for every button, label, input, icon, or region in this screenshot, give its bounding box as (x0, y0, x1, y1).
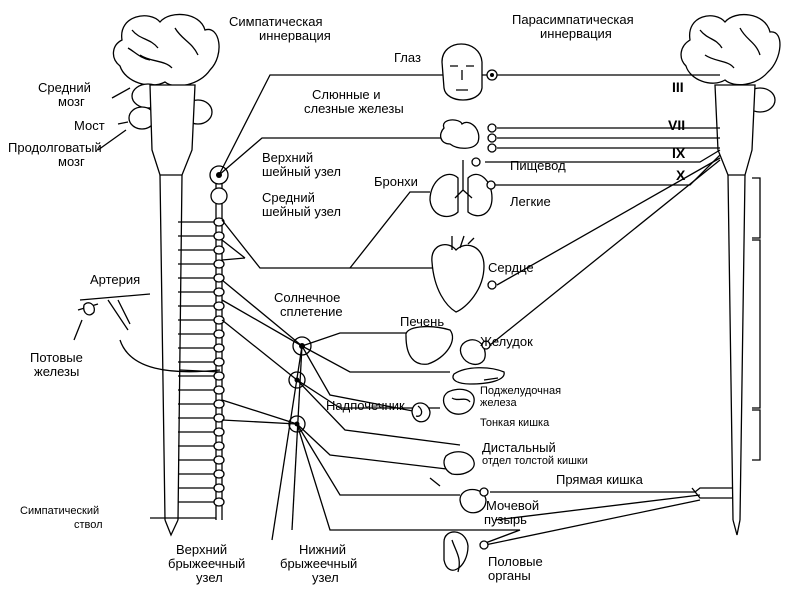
label-sweat-glands-line1: Потовые (30, 350, 83, 365)
left-spinal-cord (159, 174, 183, 537)
label-solar-plexus-line1: Солнечное (274, 290, 340, 305)
label-esophagus: Пищевод (510, 158, 566, 173)
genitals-organ (443, 531, 489, 573)
trunk-ganglion-bead (213, 441, 225, 451)
label-pancreas-line1: Поджелудочная (480, 385, 561, 397)
trunk-ganglion-bead (213, 427, 225, 437)
label-cranial-nerve-iii: III (672, 79, 684, 95)
label-inferior-mesenteric-line1: Нижний (299, 542, 346, 557)
label-genitals-line1: Половые (488, 554, 543, 569)
lungs-organ (429, 157, 496, 218)
pancreas-organ (452, 367, 505, 385)
label-superior-mesenteric-line3: узел (196, 570, 223, 585)
label-genitals-line2: органы (488, 568, 531, 583)
sympathetic-pathways (119, 74, 521, 546)
label-cranial-nerve-x: X (676, 167, 686, 183)
label-superior-mesenteric-line1: Верхний (176, 542, 227, 557)
trunk-ganglion-bead (213, 357, 225, 367)
label-medulla-line1: Продолговатый (8, 140, 102, 155)
trunk-ganglion-bead (213, 483, 225, 493)
label-liver: Печень (400, 314, 444, 329)
header-sympathetic: Симпатическая иннервация (229, 14, 331, 43)
label-superior-mesenteric-line2: брыжеечный (168, 556, 245, 571)
header-parasympathetic-line1: Парасимпатическая (512, 12, 634, 27)
bladder-organ (459, 487, 489, 514)
liver-organ (405, 325, 454, 365)
label-sympathetic-trunk-line1: Симпатический (20, 505, 99, 517)
label-sweat-glands-line2: железы (34, 364, 79, 379)
header-parasympathetic-line2: иннервация (540, 26, 612, 41)
pointer-arrows (73, 87, 499, 487)
trunk-ganglion-bead (213, 385, 225, 395)
left-brain (112, 13, 220, 176)
label-sympathetic-trunk-line2: ствол (74, 519, 103, 531)
label-superior-cervical-line2: шейный узел (262, 164, 341, 179)
label-middle-cervical-line1: Средний (262, 190, 315, 205)
trunk-ganglion-bead (213, 231, 225, 241)
label-distal-colon-line1: Дистальный (482, 440, 556, 455)
label-solar-plexus-line2: сплетение (280, 304, 343, 319)
label-cranial-nerve-vii: VII (668, 117, 685, 133)
trunk-ganglion-bead (213, 301, 225, 311)
middle-cervical-ganglion (210, 187, 228, 205)
label-adrenal: Надпочечник (326, 398, 405, 413)
trunk-ganglion-bead (213, 371, 225, 381)
adrenal-organ (411, 402, 431, 423)
label-middle-cervical-line2: шейный узел (262, 204, 341, 219)
trunk-ganglion-bead (213, 343, 225, 353)
distal-colon-organ (443, 451, 475, 476)
eye-organ (441, 43, 498, 101)
trunk-ganglion-bead (213, 455, 225, 465)
artery-sweat-gland-organ (77, 293, 151, 331)
label-midbrain-line2: мозг (58, 94, 85, 109)
trunk-ganglion-bead (213, 245, 225, 255)
salivary-glands-organ (439, 119, 497, 153)
right-brain (680, 13, 781, 536)
trunk-ganglion-bead (213, 259, 225, 269)
header-parasympathetic: Парасимпатическая иннервация (512, 12, 634, 41)
label-bronchi: Бронхи (374, 174, 418, 189)
label-stomach: Желудок (480, 334, 533, 349)
label-artery: Артерия (90, 272, 140, 287)
small-intestine-organ (442, 388, 475, 415)
label-pancreas-line2: железа (480, 397, 517, 409)
label-superior-cervical-line1: Верхний (262, 150, 313, 165)
header-sympathetic-line1: Симпатическая (229, 14, 323, 29)
label-glands-line1: Слюнные и (312, 87, 381, 102)
label-cranial-nerve-ix: IX (672, 145, 686, 161)
trunk-ganglion-bead (213, 399, 225, 409)
label-eye: Глаз (394, 50, 421, 65)
label-midbrain-line1: Средний (38, 80, 91, 95)
parasympathetic-pathways (484, 74, 732, 546)
trunk-ganglion-bead (213, 469, 225, 479)
trunk-ganglion-bead (213, 287, 225, 297)
label-distal-colon-line2: отдел толстой кишки (482, 455, 588, 467)
label-rectum: Прямая кишка (556, 472, 644, 487)
label-inferior-mesenteric-line3: узел (312, 570, 339, 585)
sympathetic-trunk (178, 170, 225, 520)
trunk-ganglion-bead (213, 217, 225, 227)
label-heart: Сердце (488, 260, 534, 275)
header-sympathetic-line2: иннервация (259, 28, 331, 43)
right-brackets (752, 177, 761, 461)
stomach-organ (459, 339, 491, 366)
label-medulla-line2: мозг (58, 154, 85, 169)
label-glands-line2: слезные железы (304, 101, 404, 116)
label-lungs: Легкие (510, 194, 551, 209)
label-pons: Мост (74, 118, 105, 133)
heart-organ (431, 235, 497, 313)
label-small-intestine: Тонкая кишка (480, 417, 550, 429)
label-bladder-line2: пузырь (484, 512, 527, 527)
label-inferior-mesenteric-line2: брыжеечный (280, 556, 357, 571)
trunk-ganglion-bead (213, 413, 225, 423)
trunk-ganglion-bead (213, 329, 225, 339)
trunk-ganglion-bead (213, 497, 225, 507)
label-bladder-line1: Мочевой (486, 498, 539, 513)
